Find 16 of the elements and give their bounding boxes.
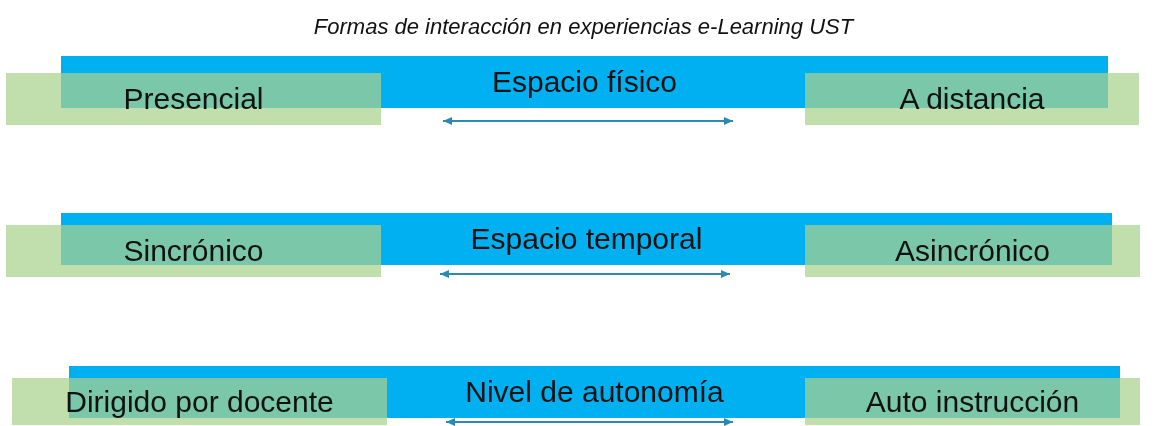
option-box [805,378,1140,425]
category-label: Espacio físico [491,65,678,99]
option-label: Presencial [123,82,264,116]
diagram-title: Formas de interacción en experiencias e-Learning UST [312,14,856,40]
option-box [12,378,387,425]
option-label: Asincrónico [894,234,1051,268]
option-label: Auto instrucción [865,384,1080,419]
option-label: Dirigido por docente [65,384,334,419]
option-box [805,73,1139,125]
option-box [805,225,1140,277]
category-label: Nivel de autonomía [465,375,724,409]
option-box [6,225,381,277]
option-label: A distancia [899,82,1045,116]
category-label: Espacio temporal [470,222,703,256]
option-box [6,73,381,125]
option-label: Sincrónico [123,234,264,268]
